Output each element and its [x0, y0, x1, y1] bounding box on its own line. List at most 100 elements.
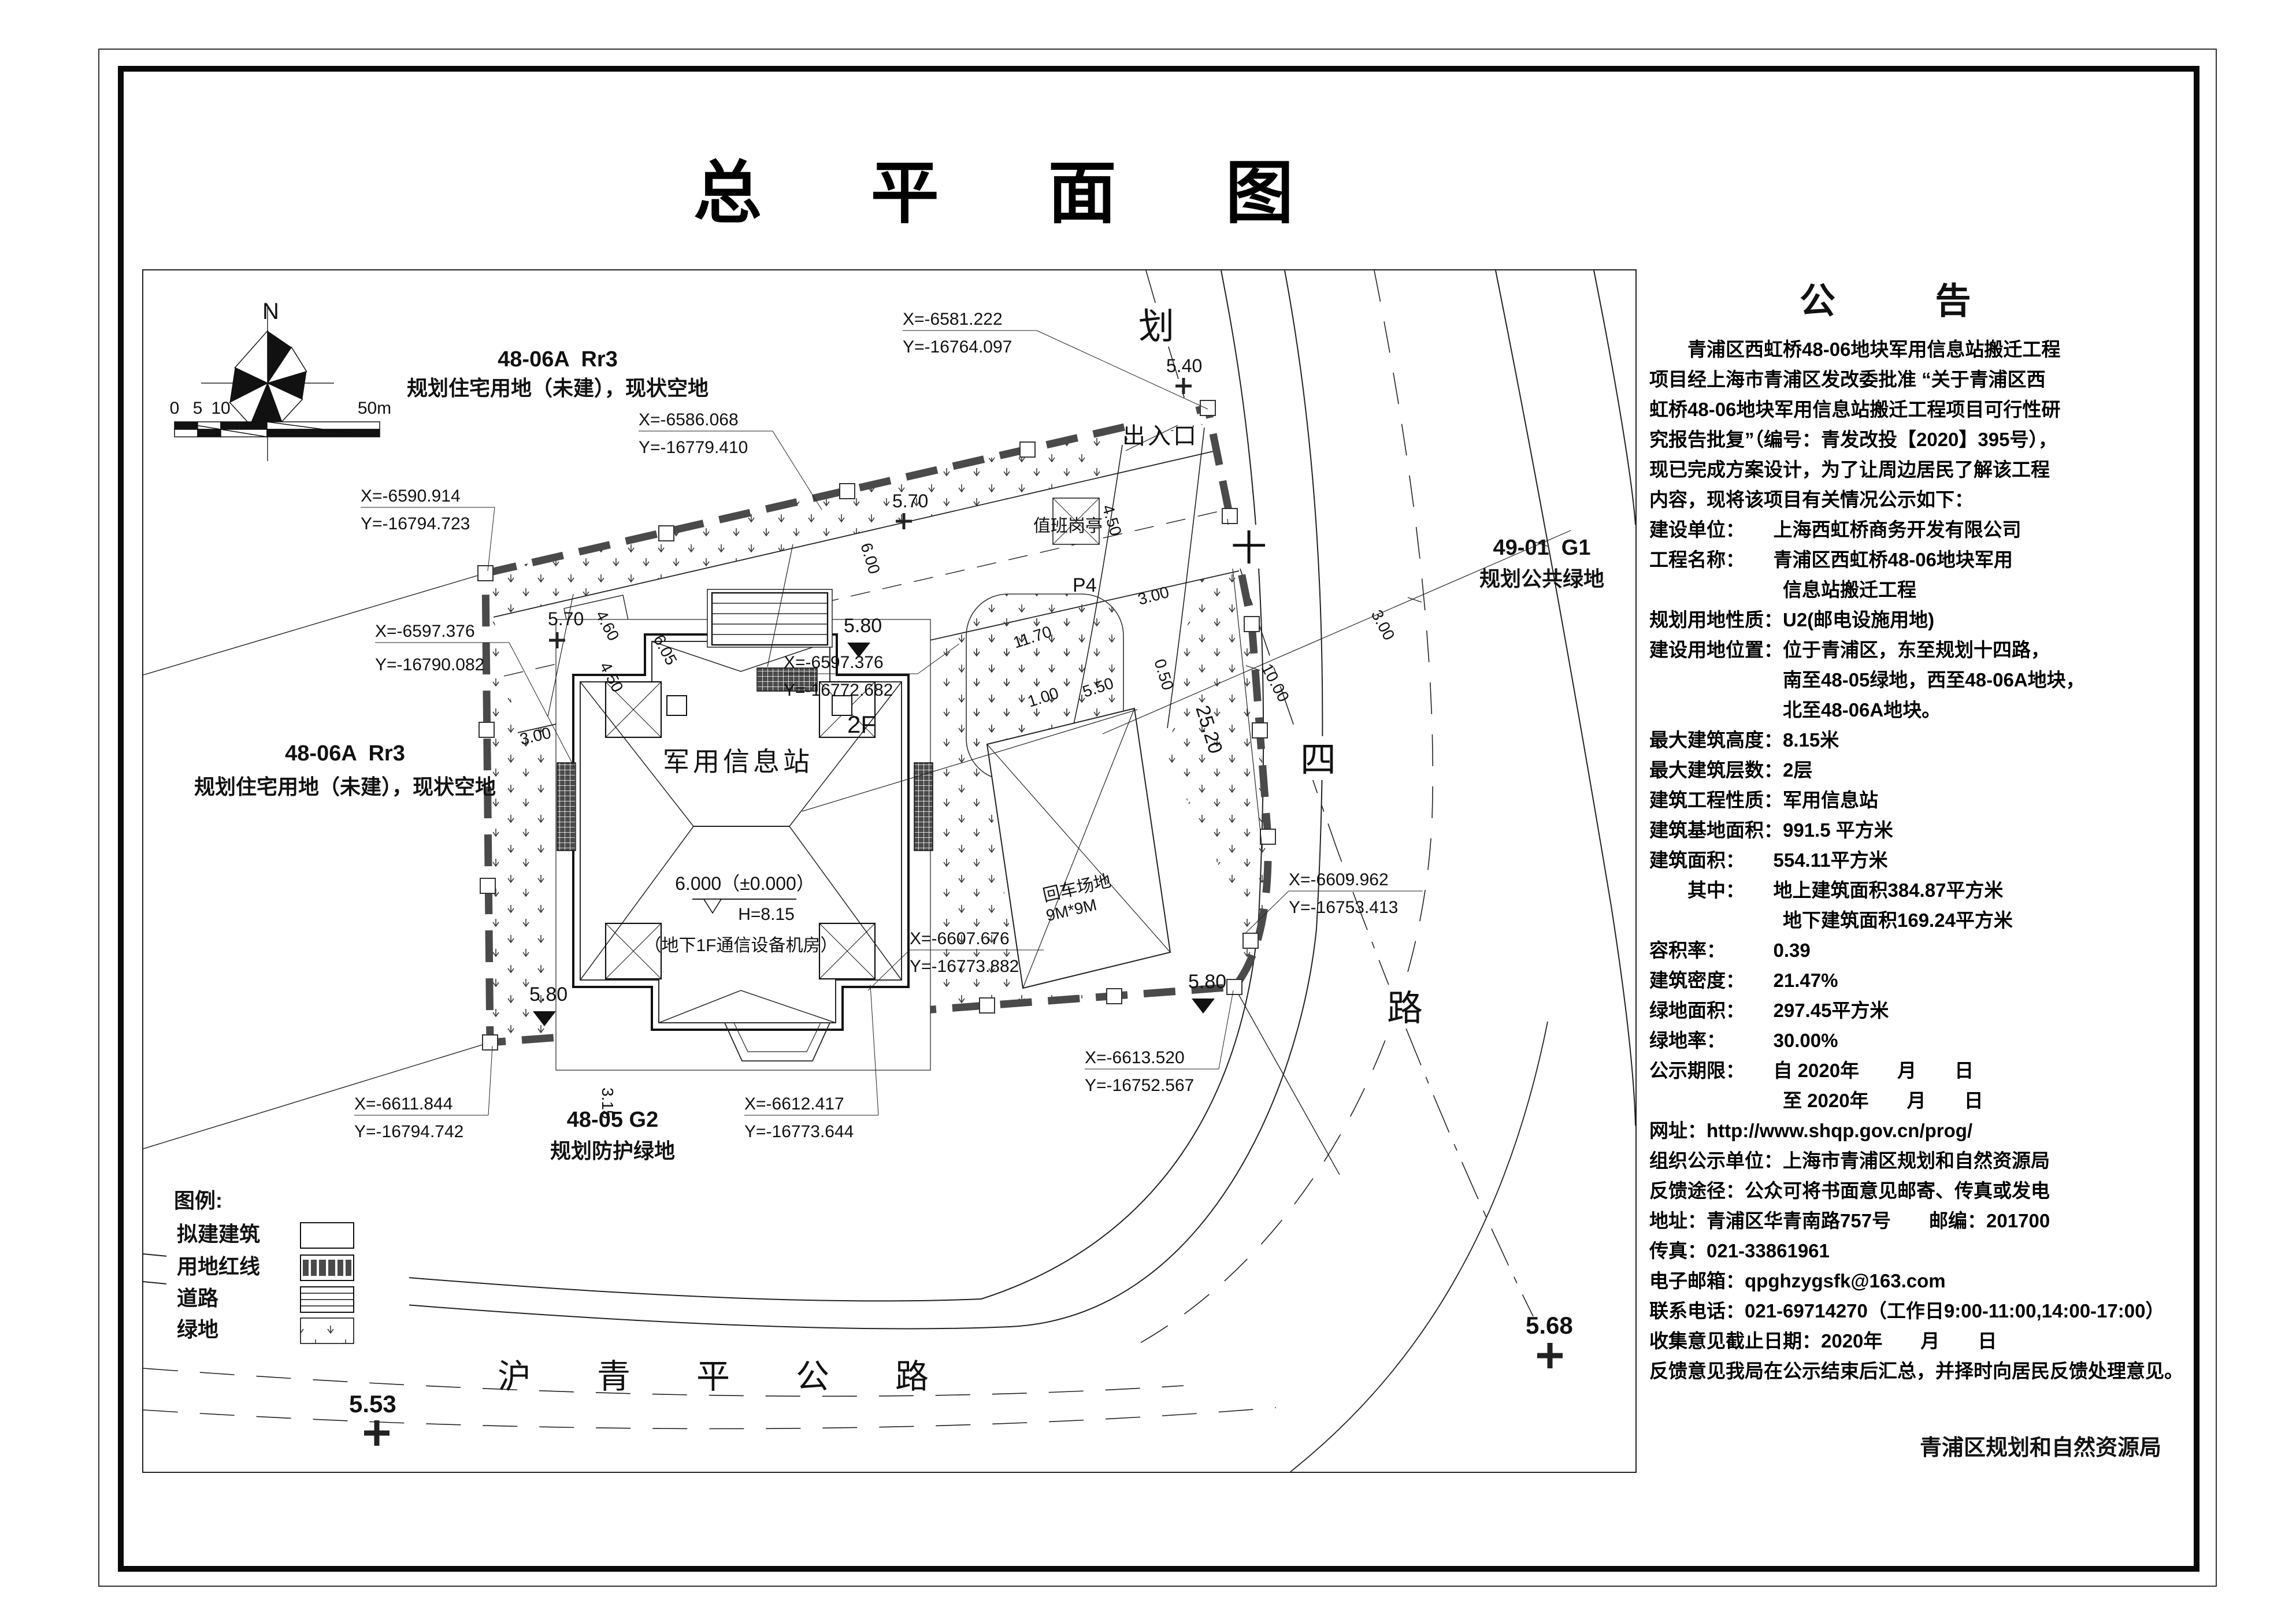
- notice-line: 工程名称： 青浦区西虹桥48-06地块军用: [1649, 549, 2013, 570]
- spot-elevation: 5.70: [892, 491, 928, 529]
- notice-line: 地下建筑面积169.24平方米: [1649, 910, 2013, 931]
- parcel-left-desc: 规划住宅用地（未建），现状空地: [194, 775, 496, 799]
- road-name-south: 沪 青 平 公 路: [498, 1358, 945, 1395]
- svg-text:十: 十: [1231, 529, 1267, 569]
- svg-text:5.70: 5.70: [892, 491, 928, 511]
- notice-line: 绿地率： 30.00%: [1649, 1030, 1838, 1051]
- legend-item: 拟建建筑: [177, 1222, 260, 1246]
- notice-line: 规划用地性质：U2(邮电设施用地): [1649, 609, 1935, 630]
- svg-text:X=-6597.376: X=-6597.376: [375, 622, 475, 641]
- notice-line: 电子邮箱：qpghzygsfk@163.com: [1649, 1270, 1946, 1291]
- elevation-markers: 5.40 5.70 5.70 5.80 5.80 5.80 5.53 5.68: [349, 355, 1573, 1446]
- parking-label: P4: [1073, 574, 1097, 596]
- legend-item: 用地红线: [177, 1254, 260, 1278]
- notice-line: 虹桥48-06地块军用信息站搬迁工程项目可行性研: [1649, 399, 2061, 420]
- svg-text:路: 路: [1387, 989, 1423, 1029]
- parcel-top-desc: 规划住宅用地（未建），现状空地: [407, 376, 709, 400]
- notice-line: 其中： 地上建筑面积384.87平方米: [1649, 879, 2004, 901]
- parcel-bottom-code: 48-05 G2: [567, 1108, 658, 1132]
- svg-text:20: 20: [257, 399, 276, 418]
- svg-text:5: 5: [193, 399, 203, 418]
- sheet-outer-border: [98, 49, 2217, 1587]
- dimension-lines: [547, 518, 1571, 849]
- notice-line: 建筑面积： 554.11平方米: [1649, 849, 1888, 871]
- entrance-label: 出入口: [1122, 424, 1199, 449]
- svg-text:X=-6612.417: X=-6612.417: [744, 1094, 844, 1113]
- spot-elevation: 5.70: [548, 608, 584, 648]
- notice-line: 容积率： 0.39: [1649, 940, 1811, 961]
- notice-line: 传真：021-33861961: [1649, 1240, 1830, 1261]
- page-title: 总 平 面 图: [693, 155, 1339, 232]
- svg-text:Y=-16794.723: Y=-16794.723: [361, 514, 470, 533]
- notice-line: 北至48-06A地块。: [1649, 699, 1941, 721]
- svg-text:Y=-16790.082: Y=-16790.082: [375, 655, 484, 674]
- notice-title: 公 告: [1800, 281, 1998, 321]
- legend-title: 图例:: [174, 1189, 222, 1212]
- notice-line: 建筑密度： 21.47%: [1649, 970, 1838, 991]
- notice-line: 南至48-05绿地，西至48-06A地块，: [1649, 669, 2085, 691]
- agency-signature: 青浦区规划和自然资源局: [1919, 1436, 2161, 1460]
- svg-text:5.70: 5.70: [548, 608, 584, 629]
- svg-text:Y=-16752.567: Y=-16752.567: [1085, 1076, 1194, 1095]
- parcel-right-code: 49-01 G1: [1493, 536, 1591, 560]
- svg-text:X=-6607.676: X=-6607.676: [910, 929, 1010, 948]
- svg-text:3.00: 3.00: [1368, 607, 1399, 643]
- svg-text:5.53: 5.53: [349, 1390, 396, 1417]
- legend-item: 道路: [177, 1286, 219, 1310]
- guard-booth: 值班岗亭: [1033, 498, 1103, 545]
- svg-text:划: 划: [1138, 307, 1174, 347]
- notice-line: 建筑基地面积：991.5 平方米: [1649, 819, 1893, 841]
- svg-text:X=-6613.520: X=-6613.520: [1085, 1048, 1185, 1067]
- svg-text:50m: 50m: [358, 399, 391, 418]
- svg-text:X=-6590.914: X=-6590.914: [361, 487, 461, 506]
- building-level: 6.000（±0.000）: [675, 873, 815, 894]
- north-arrow-icon: N: [201, 299, 334, 461]
- notice-line: 项目经上海市青浦区发改委批准 “关于青浦区西: [1649, 369, 2046, 390]
- parcel-left-code: 48-06A Rr3: [285, 741, 405, 766]
- sheet-inner-border: [118, 66, 2199, 1572]
- legend-item: 绿地: [177, 1317, 218, 1341]
- svg-text:Y=-16773.644: Y=-16773.644: [744, 1122, 854, 1141]
- parcel-top-code: 48-06A Rr3: [498, 347, 618, 372]
- notice-line: 青浦区西虹桥48-06地块军用信息站搬迁工程: [1649, 339, 2061, 360]
- svg-text:Y=-16764.097: Y=-16764.097: [903, 337, 1012, 357]
- parcel-bottom-desc: 规划防护绿地: [550, 1139, 675, 1163]
- spot-elevation: 5.40: [1166, 355, 1202, 394]
- spot-elevation: 5.68: [1526, 1312, 1573, 1368]
- notice-line: 联系电话：021-69714270（工作日9:00-11:00,14:00-17…: [1649, 1300, 2165, 1322]
- building-name: 军用信息站: [663, 747, 813, 777]
- spot-elevation: 5.80: [844, 615, 882, 658]
- parcel-right-desc: 规划公共绿地: [1479, 567, 1604, 591]
- svg-text:Y=-16794.742: Y=-16794.742: [354, 1122, 463, 1141]
- guard-booth-label: 值班岗亭: [1033, 517, 1103, 536]
- notice-line: 最大建筑层数：2层: [1649, 759, 1813, 781]
- notice-line: 信息站搬迁工程: [1649, 579, 1916, 600]
- spot-elevation: 5.53: [349, 1390, 396, 1446]
- notice-line: 建筑工程性质：军用信息站: [1649, 789, 1878, 811]
- svg-text:Y=-16753.413: Y=-16753.413: [1289, 898, 1398, 917]
- svg-text:Y=-16772.682: Y=-16772.682: [784, 681, 893, 700]
- notice-line: 组织公示单位：上海市青浦区规划和自然资源局: [1649, 1150, 2050, 1171]
- notice-line: 反馈意见我局在公示结束后汇总，并择时向居民反馈处理意见。: [1649, 1360, 2183, 1382]
- svg-text:X=-6581.222: X=-6581.222: [903, 310, 1003, 329]
- svg-text:四: 四: [1300, 740, 1336, 780]
- svg-text:X=-6597.376: X=-6597.376: [784, 653, 884, 672]
- notice-line: 绿地面积： 297.45平方米: [1649, 1000, 1889, 1021]
- notice-line: 公示期限： 自 2020年 月 日: [1649, 1060, 1974, 1081]
- scale-bar: 0 5 10 20 50m: [170, 399, 391, 437]
- building: 军用信息站 2F 6.000（±0.000） H=8.15 （地下1F通信设备机…: [555, 589, 933, 1071]
- turnaround-area: 回车场地 9M*9M: [986, 707, 1171, 989]
- svg-text:Y=-16779.410: Y=-16779.410: [639, 438, 748, 457]
- site-plan-drawing: 回车场地 9M*9M: [142, 269, 1637, 1473]
- svg-text:5.80: 5.80: [529, 983, 567, 1005]
